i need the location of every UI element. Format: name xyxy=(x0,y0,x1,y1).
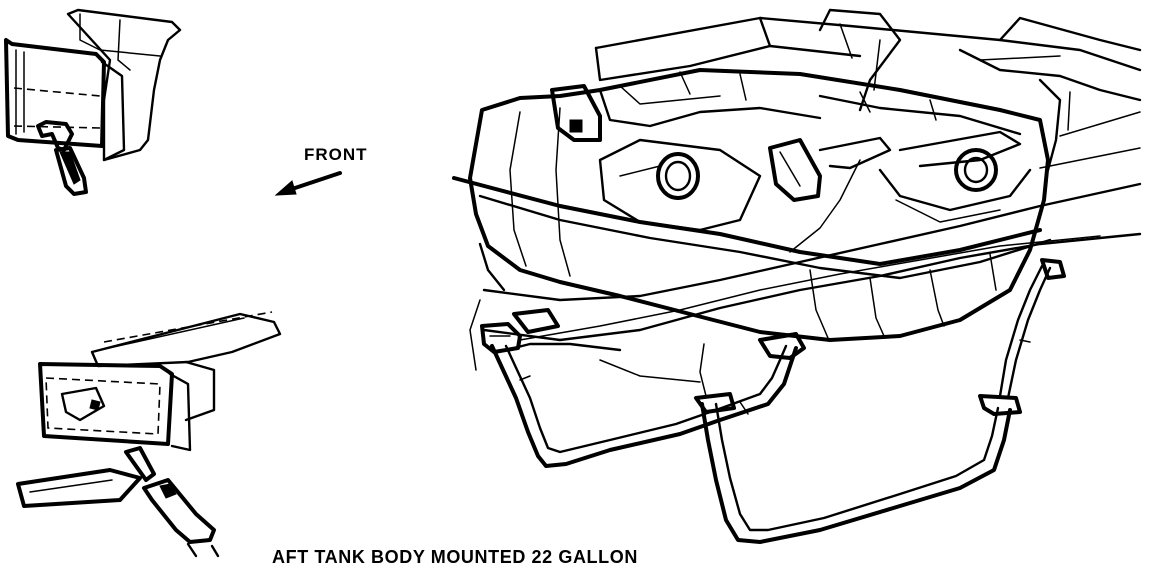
frame-rails xyxy=(478,182,1142,354)
front-label: FRONT xyxy=(304,145,368,164)
rear-tank-strap xyxy=(700,264,1052,544)
main-tank-assembly xyxy=(452,8,1142,544)
front-tank-strap xyxy=(490,344,798,468)
filler-neck-ring xyxy=(656,152,700,200)
front-arrow-shaft xyxy=(284,171,342,193)
sender-unit-ring xyxy=(954,148,998,192)
diagram-caption: AFT TANK BODY MOUNTED 22 GALLON xyxy=(272,547,638,567)
front-direction-indicator: FRONT xyxy=(274,145,368,196)
body-floor-crossmembers xyxy=(594,8,1142,172)
assembly-cross-lines xyxy=(469,111,1141,397)
fuel-tank xyxy=(452,68,1052,342)
inset-top-left-bracket-detail xyxy=(4,8,182,196)
tank-mount-brackets xyxy=(550,84,1022,202)
front-arrow-head xyxy=(274,180,297,196)
inset-bottom-left-strap-detail xyxy=(16,311,282,558)
